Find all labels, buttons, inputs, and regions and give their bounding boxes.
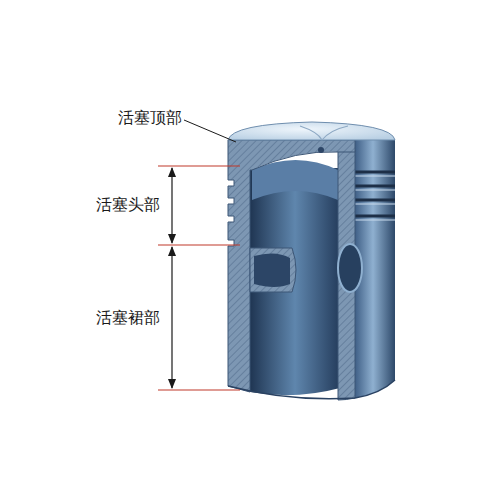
extension-lines	[158, 166, 240, 390]
valve-recess	[300, 126, 348, 140]
pin-boss-section	[250, 248, 296, 292]
leader-line	[184, 120, 236, 142]
pin-boss-right	[338, 244, 362, 292]
part-label: 活塞头部	[96, 195, 160, 214]
crown-section	[228, 140, 355, 392]
part-label: 活塞裙部	[96, 308, 160, 327]
crown-dot	[318, 147, 324, 153]
piston-interior	[250, 168, 340, 395]
crown-underside	[252, 160, 338, 200]
dimension-arrows	[168, 167, 176, 389]
ring-lands	[355, 176, 395, 220]
piston-top	[228, 122, 395, 140]
piston-bottom-edge	[228, 380, 395, 399]
ring-grooves	[355, 172, 395, 216]
pin-hole	[254, 253, 290, 287]
part-label: 活塞顶部	[118, 108, 182, 127]
